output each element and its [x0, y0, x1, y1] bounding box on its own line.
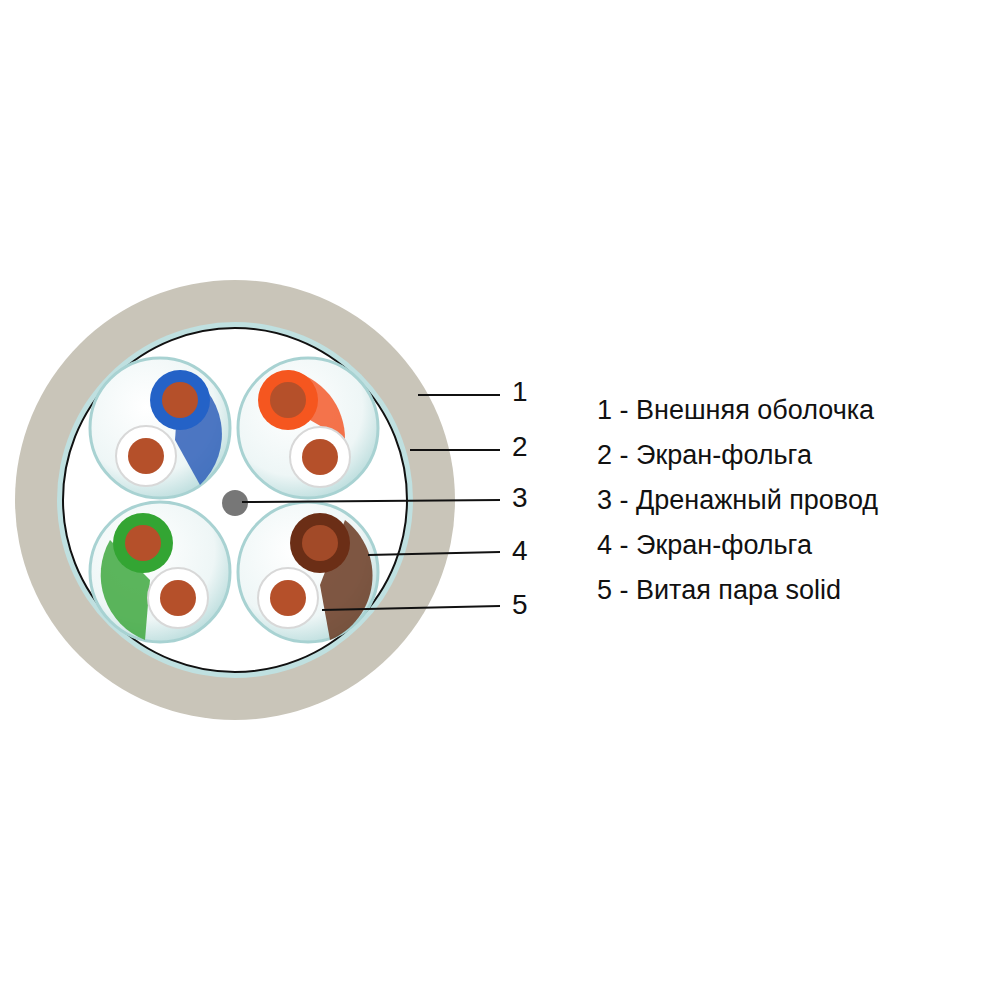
pair-shading: [101, 370, 373, 640]
foil-shield: [57, 322, 413, 678]
callout-number: 2: [512, 432, 528, 463]
drain-wire: [222, 490, 248, 516]
leader-lines: [242, 395, 500, 610]
callout-number: 3: [512, 483, 528, 514]
callout-number: 1: [512, 377, 528, 408]
callout-number: 5: [512, 590, 528, 621]
legend-text: 5 - Витая пара solid: [597, 576, 841, 606]
legend-text: 2 - Экран-фольга: [597, 441, 812, 471]
twisted-pair-conductors: [113, 370, 350, 628]
pair-foils: [90, 358, 378, 642]
legend-text: 1 - Внешняя оболочка: [597, 396, 874, 426]
inner-core: [63, 328, 407, 672]
legend-text: 4 - Экран-фольга: [597, 531, 812, 561]
callout-number: 4: [512, 536, 528, 567]
legend-text: 3 - Дренажный провод: [597, 486, 878, 516]
